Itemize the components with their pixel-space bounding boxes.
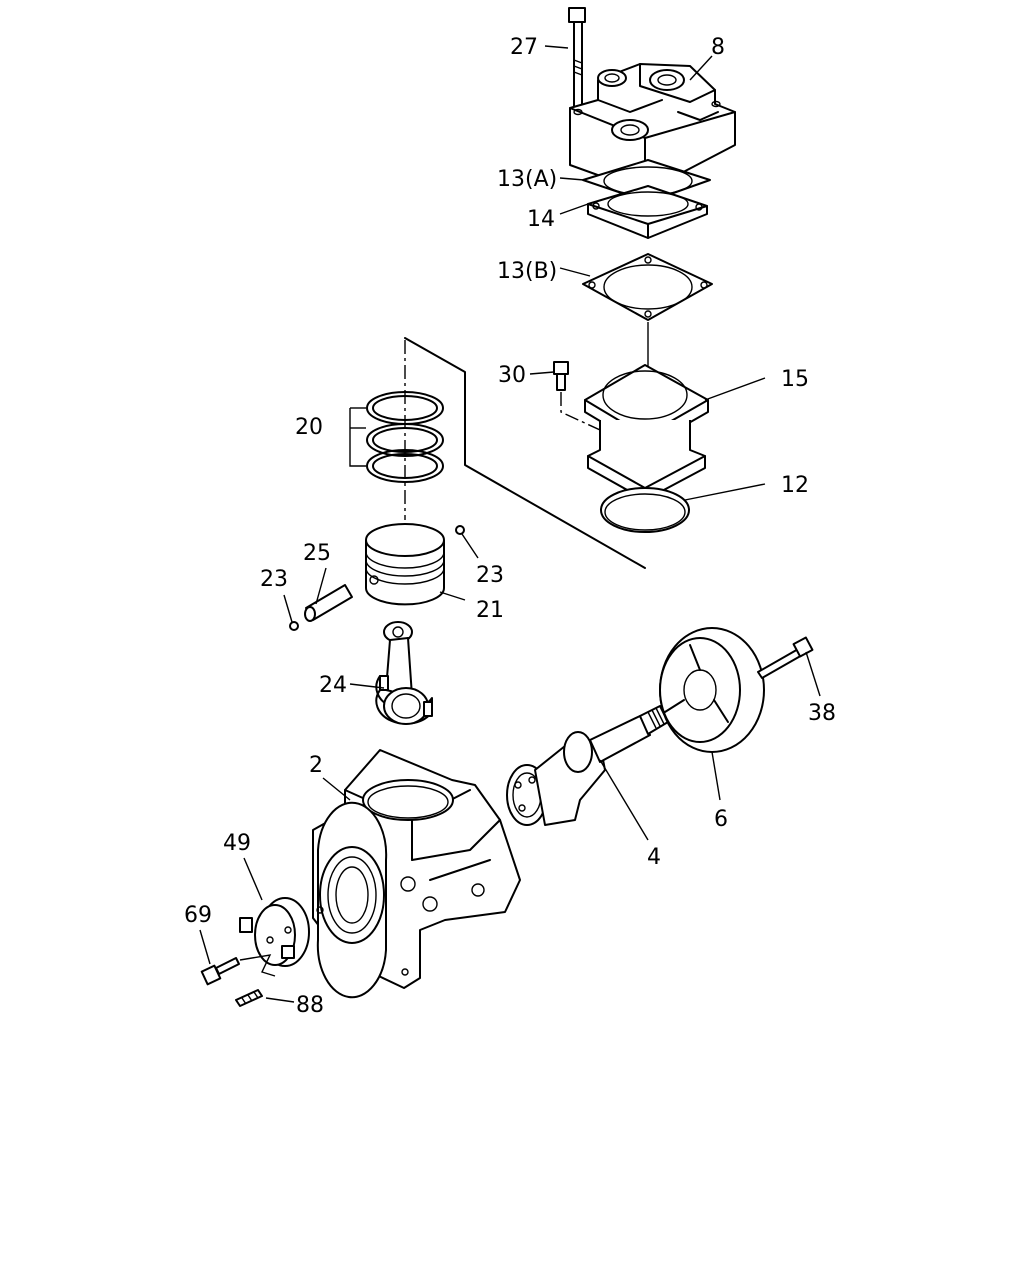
callout-15: 15 — [781, 367, 809, 392]
part-6-pulley — [659, 627, 765, 753]
callout-13a: 13(A) — [497, 167, 557, 192]
callout-69: 69 — [184, 903, 212, 928]
part-12-o-ring — [600, 487, 690, 533]
callout-88: 88 — [296, 993, 324, 1018]
part-49-cover — [239, 897, 310, 967]
callout-2: 2 — [309, 753, 323, 778]
leader-lines — [199, 45, 821, 1003]
part-13b-gasket — [582, 253, 713, 321]
callout-25: 25 — [303, 541, 331, 566]
part-88-stud — [235, 989, 263, 1007]
part-2-crankcase — [312, 749, 521, 999]
part-20-piston-rings — [349, 391, 444, 483]
part-21-piston — [365, 523, 445, 606]
part-38-bolt — [757, 636, 814, 679]
leader-69-88 — [239, 954, 276, 977]
callout-27: 27 — [510, 35, 538, 60]
callout-8: 8 — [711, 35, 725, 60]
callout-20: 20 — [295, 415, 323, 440]
part-14-valve-plate — [587, 185, 708, 239]
part-23-clip-right — [455, 525, 465, 535]
part-30-bolt — [553, 361, 569, 391]
callout-6: 6 — [714, 807, 728, 832]
part-69-bolt — [200, 957, 240, 986]
callout-labels: 27 8 13(A) 14 13(B) 30 15 12 20 25 23 23… — [184, 35, 836, 1018]
callout-49: 49 — [223, 831, 251, 856]
part-15-cylinder — [584, 364, 709, 501]
part-25-piston-pin — [304, 584, 353, 622]
callout-13b: 13(B) — [497, 259, 557, 284]
part-4-crankshaft — [506, 705, 669, 826]
part-27-bolt — [568, 7, 586, 115]
callout-24: 24 — [319, 673, 347, 698]
callout-21: 21 — [476, 598, 504, 623]
callout-30: 30 — [498, 363, 526, 388]
callout-38: 38 — [808, 701, 836, 726]
callout-14: 14 — [527, 207, 555, 232]
callout-12: 12 — [781, 473, 809, 498]
callout-4: 4 — [647, 845, 661, 870]
callout-23-left: 23 — [260, 567, 288, 592]
assembly-bracket-line — [404, 337, 646, 569]
part-24-connecting-rod — [375, 621, 433, 725]
callout-23-right: 23 — [476, 563, 504, 588]
part-23-clip-left — [289, 621, 299, 631]
part-8-cylinder-head — [569, 63, 736, 193]
